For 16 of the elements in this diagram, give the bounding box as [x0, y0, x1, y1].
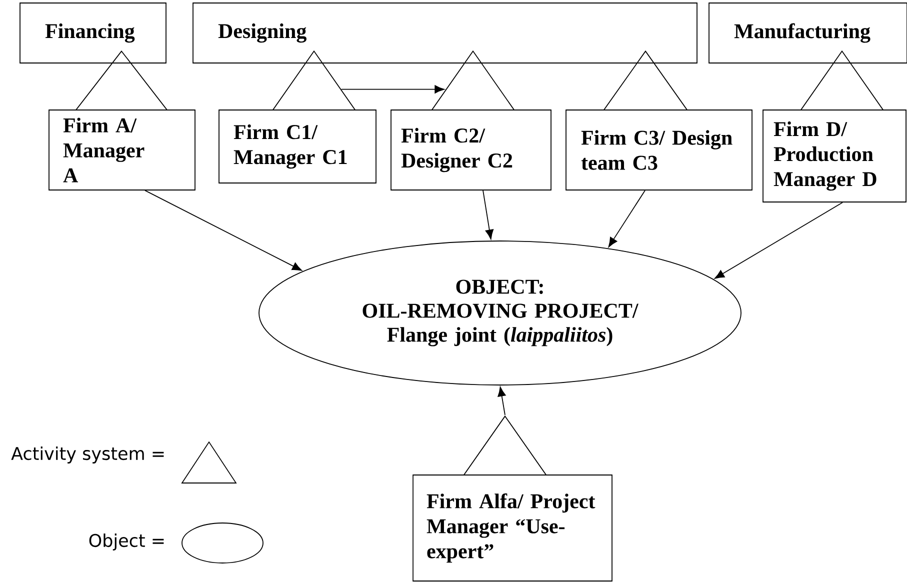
- arrow: [498, 386, 506, 416]
- arrow: [714, 202, 843, 279]
- arrow: [608, 190, 646, 248]
- arrow: [482, 190, 494, 240]
- activity-banner: Manufacturing: [708, 2, 907, 64]
- firm-box: Firm C3/ Design team C3: [566, 110, 752, 190]
- firm-box: Firm C2/ Designer C2: [390, 110, 552, 190]
- arrow: [340, 85, 444, 94]
- legend-item: Object =: [89, 522, 264, 564]
- firm-box: Firm D/ Production Manager D: [762, 110, 906, 202]
- activity-banner: Designing: [192, 2, 698, 64]
- firm-box: Firm A/ Manager A: [48, 110, 196, 190]
- firm-box: Firm C1/ Manager C1: [218, 110, 376, 184]
- activity-banner: Financing: [20, 2, 166, 64]
- firm-box: Firm Alfa/ Project Manager “Use-expert”: [412, 474, 612, 582]
- arrow: [144, 190, 302, 271]
